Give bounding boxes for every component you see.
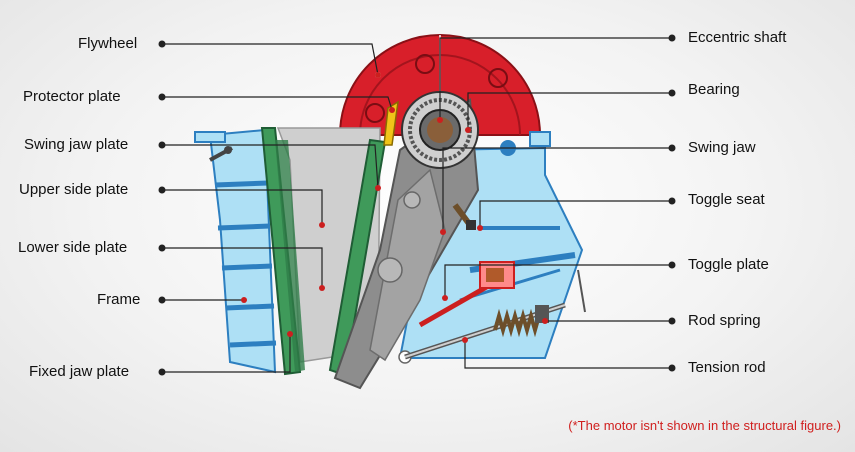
label-swing-jaw-plate: Swing jaw plate [24, 136, 129, 153]
label-frame: Frame [97, 291, 141, 308]
leader-lines-left [162, 43, 393, 373]
label-rod-spring: Rod spring [688, 312, 761, 329]
toggle-plate-graphic [418, 261, 515, 328]
adjusting-bolt-graphic [209, 146, 233, 162]
protector-plate-graphic [383, 100, 399, 146]
label-toggle-plate: Toggle plate [688, 256, 769, 273]
label-eccentric-shaft: Eccentric shaft [688, 29, 787, 46]
label-bearing: Bearing [688, 81, 740, 98]
label-lower-side-plate: Lower side plate [18, 239, 128, 256]
label-protector-plate: Protector plate [23, 88, 121, 105]
label-tension-rod: Tension rod [688, 359, 766, 376]
label-upper-side-plate: Upper side plate [19, 181, 129, 198]
label-toggle-seat: Toggle seat [688, 191, 765, 208]
label-swing-jaw: Swing jaw [688, 139, 756, 156]
toggle-seat-graphic [452, 203, 476, 230]
footnote: (*The motor isn't shown in the structura… [568, 418, 841, 433]
leader-lines-right [439, 37, 672, 369]
label-fixed-jaw-plate: Fixed jaw plate [29, 363, 130, 380]
label-flywheel: Flywheel [78, 35, 138, 52]
